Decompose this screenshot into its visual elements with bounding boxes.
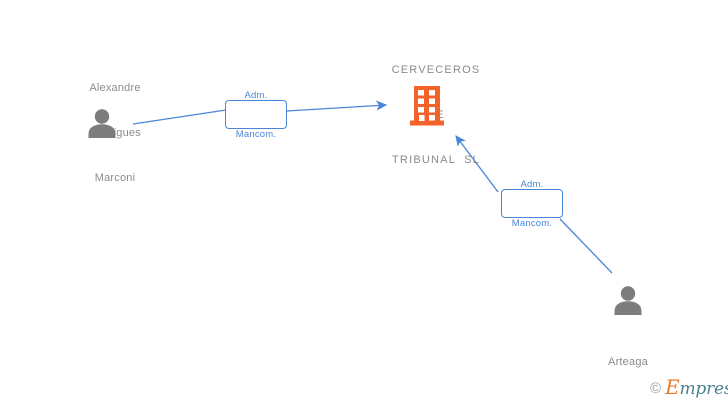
relation-left-line-1: Adm.	[244, 89, 268, 101]
company-title-line-1: CERVECEROS	[391, 64, 481, 76]
person-icon-left[interactable]	[86, 108, 118, 143]
edge-right-label-to-company	[455, 135, 499, 193]
person-left-name-line-1: Alexandre	[89, 82, 141, 94]
relation-right-line-1: Adm.	[520, 178, 544, 190]
relation-label-right[interactable]: Adm. Mancom.	[501, 179, 563, 229]
person-icon-right[interactable]	[612, 285, 644, 320]
edge-right-person-to-label	[559, 218, 613, 274]
relation-right-line-2: Mancom.	[511, 217, 553, 229]
company-title: CERVECEROS DE TRIBUNAL SL	[361, 33, 511, 198]
building-icon[interactable]	[410, 85, 446, 132]
company-title-line-3: TRIBUNAL SL	[392, 154, 480, 166]
person-right-name-line-1: Arteaga	[608, 356, 648, 368]
copyright-icon: ©	[650, 380, 662, 397]
relation-label-left[interactable]: Adm. Mancom.	[225, 90, 287, 140]
edge-left-person-to-label	[132, 109, 227, 125]
relation-left-line-2: Mancom.	[235, 128, 277, 140]
brand-initial: E	[665, 375, 680, 399]
brand-rest: mpresia	[679, 379, 728, 399]
brand-name: Empresia	[665, 377, 728, 399]
edge-left-label-to-company	[286, 100, 388, 112]
person-left-name-line-3: Marconi	[94, 172, 136, 184]
watermark-empresia: © Empresia	[650, 377, 728, 399]
person-right-label: Arteaga Campos Lucia	[548, 325, 708, 400]
